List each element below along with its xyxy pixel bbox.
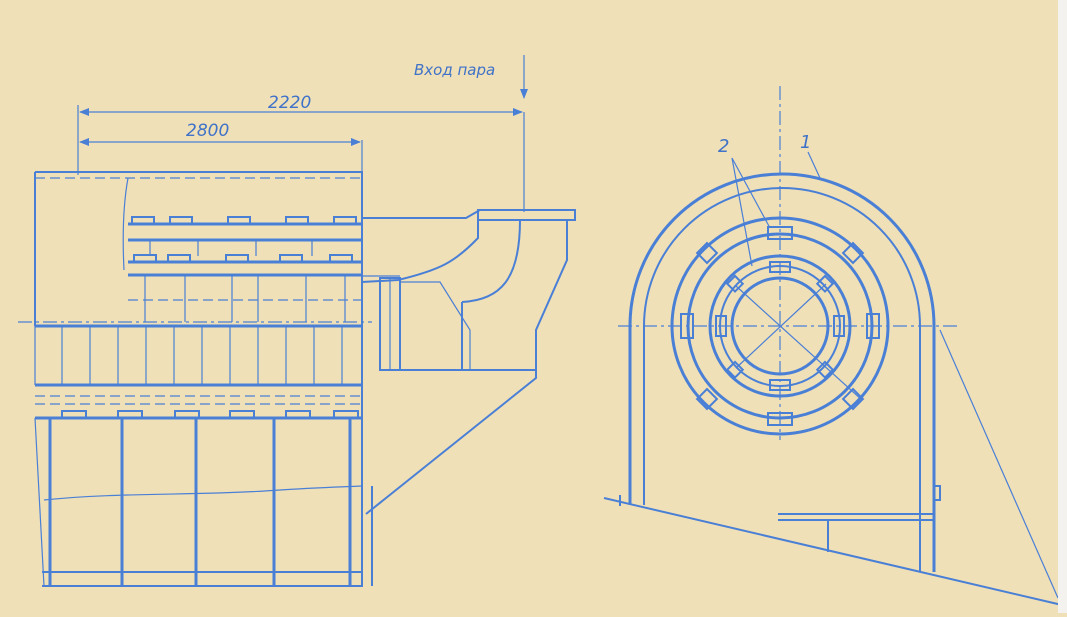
callout-1-label: 1 — [800, 132, 811, 153]
section-view: 2 1 — [603, 86, 1063, 606]
dimension-2220-label: 2220 — [268, 93, 311, 113]
base-incline — [603, 497, 1063, 606]
outer-tube-ring-inner — [686, 232, 874, 420]
casing-inner-shell — [643, 187, 921, 572]
leader-1 — [807, 151, 821, 179]
leader-2b — [731, 157, 771, 229]
tube-bank-middle — [128, 254, 362, 322]
side-view: 2220 2800 Вход пара — [18, 55, 576, 587]
outer-ring-blocks — [680, 226, 880, 426]
casing-shell — [628, 172, 936, 572]
housing-curve — [122, 177, 129, 271]
steam-inlet-duct — [361, 209, 576, 515]
tube-bank-upper — [128, 216, 362, 256]
inner-tube-ring — [708, 254, 852, 398]
leader-2a — [731, 157, 753, 267]
inner-ring-blocks — [715, 261, 845, 391]
outer-tube-ring — [670, 216, 890, 436]
housing-outline — [35, 171, 363, 587]
support-legs — [42, 418, 373, 586]
support-brace — [939, 329, 1059, 599]
steam-inlet-label: Вход пара — [414, 61, 495, 79]
dimension-2800-label: 2800 — [186, 121, 229, 141]
paper-edge — [1058, 0, 1067, 613]
core-ring — [730, 276, 830, 376]
housing-left-bottom — [34, 326, 45, 587]
callout-2-label: 2 — [718, 136, 729, 157]
tube-bank-main — [35, 324, 362, 420]
inner-tube-ring-inner — [719, 265, 841, 387]
